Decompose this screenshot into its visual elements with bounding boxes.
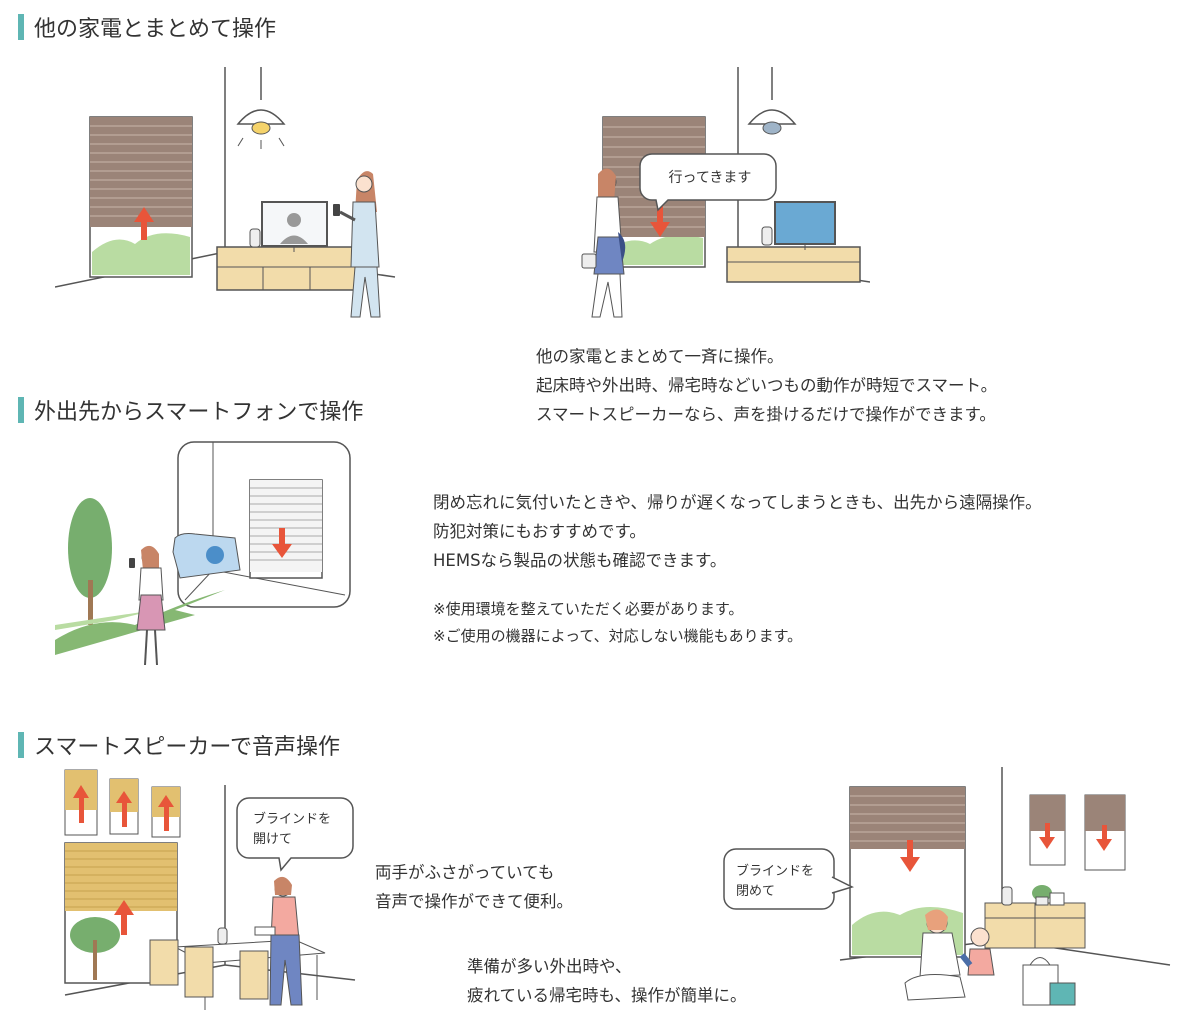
section2-text-line: HEMSなら製品の状態も確認できます。 (433, 551, 727, 570)
illustration-smartphone-room (55, 67, 396, 318)
illustration-remote-operation (55, 441, 351, 666)
bubble-text-line1: ブラインドを (736, 863, 814, 879)
blind-raised (65, 843, 177, 911)
woman-with-smartphone (333, 171, 381, 318)
section3-heading: スマートスピーカーで音声操作 (18, 730, 340, 760)
illustration-leaving-room: 行ってきます (581, 67, 870, 318)
mother-and-child (904, 909, 995, 1001)
woman-setting-table (254, 876, 303, 1006)
woman-leaving (581, 168, 626, 318)
section2-heading-text: 外出先からスマートフォンで操作 (34, 400, 364, 425)
arrow-up-icon (134, 207, 154, 240)
smart-speaker-icon (1001, 886, 1013, 906)
blind-small-2 (1084, 794, 1126, 871)
heading-accent-bar (18, 14, 24, 40)
speech-bubble: ブラインドを 閉めて (723, 848, 855, 910)
section3-text2: 準備が多い外出時や、 疲れている帰宅時も、操作が簡単に。 (467, 952, 747, 1010)
section3-text1-line: 音声で操作ができて便利。 (375, 892, 573, 911)
ceiling-lamp-off-icon (747, 67, 797, 135)
blind-small-2 (109, 778, 139, 835)
dresser (984, 902, 1086, 949)
heading-accent-bar (18, 732, 24, 758)
section2-notes: ※使用環境を整えていただく必要があります。 ※ご使用の機器によって、対応しない機… (433, 596, 802, 650)
illustration-living-voice: ブラインドを 閉めて (723, 767, 1171, 1006)
section1-heading-text: 他の家電とまとめて操作 (34, 17, 277, 42)
shutter-lowered (850, 787, 965, 849)
section2-heading: 外出先からスマートフォンで操作 (18, 395, 363, 425)
smart-speaker-icon (249, 228, 261, 248)
section1-text-line: 起床時や外出時、帰宅時などいつもの動作が時短でスマート。 (536, 376, 998, 395)
photo-frame-icon (1049, 892, 1065, 906)
tv-icon (261, 201, 328, 252)
shutter-lowered (250, 480, 322, 572)
speech-bubble: ブラインドを 開けて (236, 797, 354, 872)
smart-speaker-icon (761, 226, 773, 246)
arrow-down-icon (272, 528, 292, 558)
section3-text2-line: 準備が多い外出時や、 (467, 957, 632, 976)
note-line: ※使用環境を整えていただく必要があります。 (433, 600, 744, 618)
heading-accent-bar (18, 397, 24, 423)
arrow-down-icon (650, 204, 670, 237)
blind-small-1 (64, 769, 98, 836)
sofa-icon (172, 533, 241, 579)
speech-bubble: 行ってきます (639, 153, 777, 212)
section3-text1: 両手がふさがっていても 音声で操作ができて便利。 (375, 858, 573, 916)
tree-icon (68, 498, 112, 625)
bubble-text-line2: 閉めて (736, 884, 775, 899)
section1-heading: 他の家電とまとめて操作 (18, 12, 276, 42)
tv-icon (774, 201, 836, 250)
illustration-dining-voice: ブラインドを 開けて (64, 769, 356, 1010)
ceiling-lamp-on-icon (236, 67, 286, 149)
blind-small-1 (1029, 794, 1066, 866)
blind-small-3 (151, 786, 181, 838)
shopping-bags (1022, 957, 1076, 1006)
bubble-text-line2: 開けて (253, 832, 292, 847)
smart-speaker-icon (217, 927, 228, 945)
section3-text1-line: 両手がふさがっていても (375, 863, 555, 882)
section3-heading-text: スマートスピーカーで音声操作 (34, 735, 341, 760)
bubble-text: 行ってきます (669, 170, 752, 186)
woman-with-smartphone (129, 545, 166, 666)
section1-text-line: 他の家電とまとめて一斉に操作。 (536, 347, 784, 366)
chair (149, 939, 269, 1000)
section2-text-line: 防犯対策にもおすすめです。 (433, 522, 646, 541)
bubble-text-line1: ブラインドを (253, 811, 331, 827)
note-line: ※ご使用の機器によって、対応しない機能もあります。 (433, 627, 803, 645)
section3-text2-line: 疲れている帰宅時も、操作が簡単に。 (467, 986, 747, 1005)
arrow-up-icon (114, 900, 134, 935)
section1-text-line: スマートスピーカーなら、声を掛けるだけで操作ができます。 (536, 405, 996, 424)
section2-text-line: 閉め忘れに気付いたときや、帰りが遅くなってしまうときも、出先から遠隔操作。 (433, 493, 1042, 512)
section1-description: 他の家電とまとめて一斉に操作。 起床時や外出時、帰宅時などいつもの動作が時短でス… (536, 342, 997, 429)
arrow-down-icon (900, 840, 920, 872)
shutter-raised (90, 117, 192, 227)
plant-icon (1032, 885, 1052, 906)
section2-description: 閉め忘れに気付いたときや、帰りが遅くなってしまうときも、出先から遠隔操作。 防犯… (433, 488, 1042, 575)
